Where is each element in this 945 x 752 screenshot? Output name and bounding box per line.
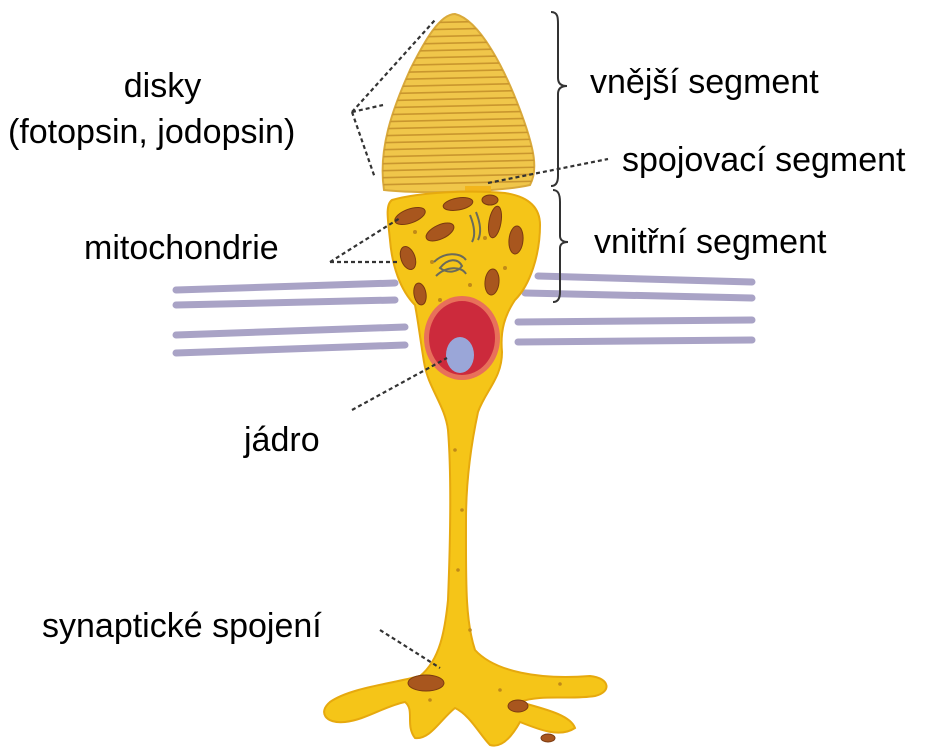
outer-segment-shape — [383, 14, 535, 192]
label-disks-pigments: (fotopsin, jodopsin) — [8, 112, 295, 152]
label-nucleus: jádro — [244, 420, 320, 460]
outer-segment — [370, 14, 545, 192]
nucleolus — [446, 337, 474, 373]
membrane-lines-right — [518, 276, 752, 342]
label-disks-line2: (fotopsin, jodopsin) — [8, 113, 295, 151]
label-disks-line1: disky — [124, 67, 201, 105]
label-outer-segment: vnější segment — [590, 62, 819, 102]
label-mitochondria: mitochondrie — [84, 228, 279, 268]
label-synaptic-junction: synaptické spojení — [42, 606, 322, 646]
outer-segment-brace — [551, 12, 567, 186]
inner-segment-brace — [553, 190, 568, 302]
label-inner-segment: vnitřní segment — [594, 222, 826, 262]
membrane-lines-left — [176, 283, 405, 353]
label-disks: disky — [80, 66, 245, 106]
nucleus — [424, 296, 500, 380]
label-connecting-segment: spojovací segment — [622, 140, 906, 180]
